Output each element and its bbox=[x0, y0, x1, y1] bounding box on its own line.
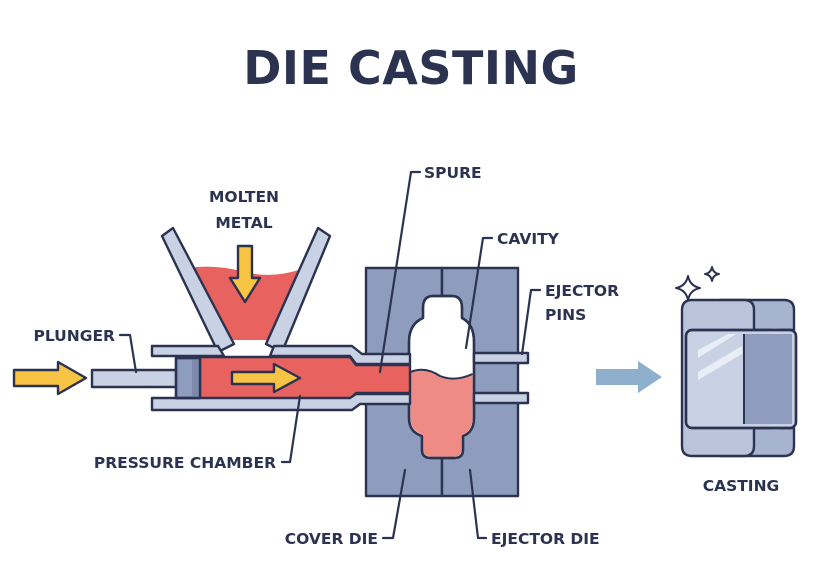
label-cover-die: COVER DIE bbox=[285, 530, 378, 548]
casting-product bbox=[680, 298, 798, 458]
label-cavity: CAVITY bbox=[497, 230, 560, 248]
cavity-molten-metal bbox=[410, 369, 473, 457]
sparkle-icon bbox=[675, 266, 720, 301]
leader-lines bbox=[118, 170, 542, 540]
hopper bbox=[160, 226, 332, 354]
molten-metal-arrow bbox=[228, 244, 262, 304]
plunger bbox=[90, 356, 202, 400]
pressure-chamber bbox=[150, 344, 412, 412]
label-ejector-pins: EJECTOR bbox=[545, 282, 619, 300]
label-casting: CASTING bbox=[703, 477, 780, 495]
label-molten-metal-line2: METAL bbox=[215, 214, 272, 232]
label-ejector-die: EJECTOR DIE bbox=[491, 530, 600, 548]
label-spure: SPURE bbox=[424, 164, 482, 182]
pressure-flow-arrow bbox=[230, 362, 302, 394]
ejector-pins bbox=[472, 351, 530, 405]
label-molten-metal: MOLTEN bbox=[209, 188, 279, 206]
process-arrow bbox=[596, 361, 662, 393]
label-ejector-pins-line2: PINS bbox=[545, 306, 586, 324]
label-plunger: PLUNGER bbox=[34, 327, 116, 345]
plunger-push-arrow bbox=[12, 360, 88, 396]
label-pressure-chamber: PRESSURE CHAMBER bbox=[94, 454, 276, 472]
page-title: DIE CASTING bbox=[243, 41, 578, 95]
